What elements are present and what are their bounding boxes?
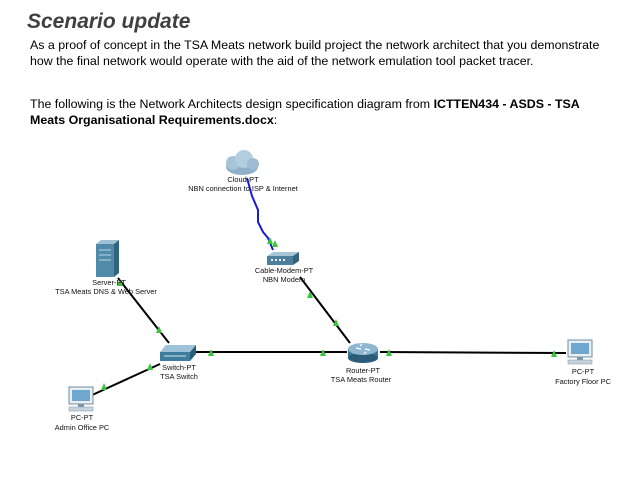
switch-device[interactable]: Switch-PT TSA Switch xyxy=(160,345,198,381)
link-up-icon xyxy=(208,349,214,356)
modem-type-label: Cable-Modem-PT xyxy=(255,266,314,275)
page-heading: Scenario update xyxy=(27,10,191,33)
router-device[interactable]: Router-PT TSA Meats Router xyxy=(331,343,392,384)
switch-type-label: Switch-PT xyxy=(162,363,196,372)
modem-name-label: NBN Modem xyxy=(263,275,305,284)
factory-pc-type-label: PC-PT xyxy=(572,367,595,376)
link-up-icon xyxy=(147,363,153,370)
link-up-icon xyxy=(101,383,107,390)
cloud-device[interactable]: Cloud-PT NBN connection to ISP & Interne… xyxy=(188,150,298,193)
factory-pc-name-label: Factory Floor PC xyxy=(555,377,612,386)
link-up-icon xyxy=(156,326,162,333)
pc-icon xyxy=(68,386,94,412)
cloud-type-label: Cloud-PT xyxy=(227,175,259,184)
link-up-icon xyxy=(307,291,313,298)
server-icon xyxy=(96,240,119,277)
link-up-icon xyxy=(551,350,557,357)
link-up-icon xyxy=(267,237,273,244)
link-cloud-modem xyxy=(246,177,274,251)
cloud-name-label: NBN connection to ISP & Internet xyxy=(188,184,298,193)
cable-modem-icon xyxy=(267,252,299,265)
cloud-icon xyxy=(226,150,259,175)
server-name-label: TSA Meats DNS & Web Server xyxy=(55,287,157,296)
router-icon xyxy=(348,343,378,363)
link-up-icon xyxy=(386,349,392,356)
spec-paragraph: The following is the Network Architects … xyxy=(30,96,610,128)
server-type-label: Server-PT xyxy=(92,278,126,287)
spec-text-suffix: : xyxy=(273,113,278,128)
admin-pc-name-label: Admin Office PC xyxy=(55,423,110,432)
modem-device[interactable]: Cable-Modem-PT NBN Modem xyxy=(255,252,314,284)
spec-text-prefix: The following is the Network Architects … xyxy=(30,97,434,111)
link-status-indicators xyxy=(101,237,557,390)
factory-pc-device[interactable]: PC-PT Factory Floor PC xyxy=(555,339,612,386)
router-type-label: Router-PT xyxy=(346,366,381,375)
admin-pc-device[interactable]: PC-PT Admin Office PC xyxy=(55,386,110,432)
link-up-icon xyxy=(333,319,339,326)
link-up-icon xyxy=(117,279,123,286)
link-up-icon xyxy=(320,349,326,356)
intro-paragraph: As a proof of concept in the TSA Meats n… xyxy=(30,38,600,69)
server-device[interactable]: Server-PT TSA Meats DNS & Web Server xyxy=(55,240,157,296)
link-modem-router xyxy=(299,276,351,344)
admin-pc-type-label: PC-PT xyxy=(71,413,94,422)
switch-name-label: TSA Switch xyxy=(160,372,198,381)
link-up-icon xyxy=(272,240,278,247)
spec-document-name: ICTTEN434 - ASDS - TSA Meats Organisatio… xyxy=(30,97,580,128)
link-router-factory xyxy=(379,351,567,354)
router-name-label: TSA Meats Router xyxy=(331,375,392,384)
switch-icon xyxy=(160,345,196,361)
pc-icon xyxy=(567,339,593,365)
